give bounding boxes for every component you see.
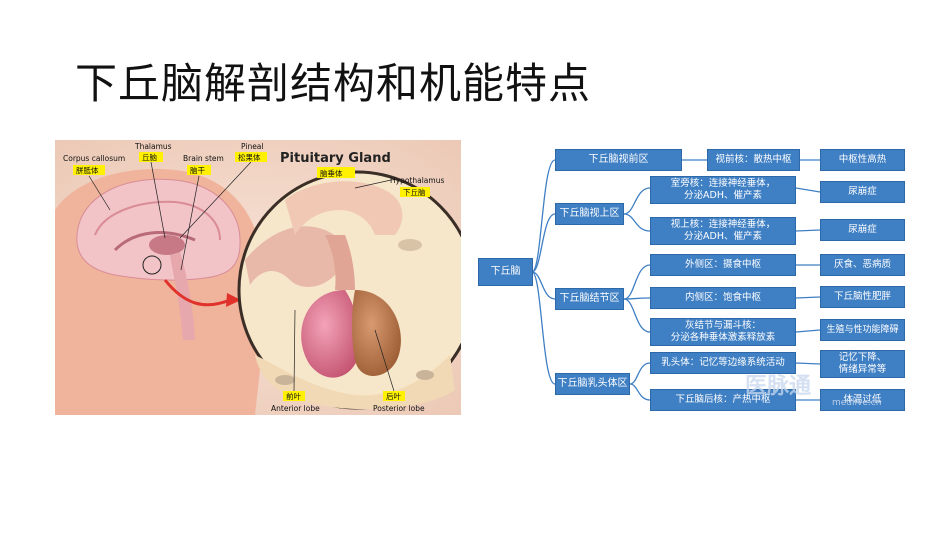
label-anterior-lobe-cn: 前叶 xyxy=(286,391,301,401)
pituitary-anatomy-figure: Pituitary Gland 脑垂体 Corpus callosum 胼胝体 … xyxy=(55,140,461,415)
nucleus-posterior: 下丘脑后核：产热中枢 xyxy=(650,389,796,411)
tree-connectors xyxy=(531,159,821,401)
nucleus-lateral-area: 外侧区：摄食中枢 xyxy=(650,254,796,276)
effect-anorexia: 厌食、恶病质 xyxy=(820,254,905,276)
nucleus-medial-area: 内侧区：饱食中枢 xyxy=(650,287,796,309)
nucleus-paraventricular: 室旁核：连接神经垂体， 分泌ADH、催产素 xyxy=(650,176,796,204)
label-pineal-cn: 松果体 xyxy=(238,152,261,162)
hypothalamus-tree-diagram: 下丘脑 下丘脑视前区 下丘脑视上区 下丘脑结节区 下丘脑乳头体区 视前核：散热中… xyxy=(470,140,910,415)
effect-central-fever: 中枢性高热 xyxy=(820,149,905,171)
label-brain-stem-cn: 脑干 xyxy=(190,165,205,175)
label-posterior-lobe-cn: 后叶 xyxy=(386,391,401,401)
nucleus-tuber-infundibular: 灰结节与漏斗核： 分泌各种垂体激素释放素 xyxy=(650,318,796,346)
label-hypothalamus-cn: 下丘脑 xyxy=(403,187,426,197)
label-corpus-callosum-cn: 胼胝体 xyxy=(76,165,99,175)
effect-diabetes-insipidus-1: 尿崩症 xyxy=(820,181,905,203)
figure-heading-cn: 脑垂体 xyxy=(320,168,343,178)
anatomy-illustration: Pituitary Gland 脑垂体 Corpus callosum 胼胝体 … xyxy=(55,140,461,415)
effect-reproductive-dysfunction: 生殖与性功能障碍 xyxy=(820,319,905,341)
page-title: 下丘脑解剖结构和机能特点 xyxy=(75,59,592,108)
effect-diabetes-insipidus-2: 尿崩症 xyxy=(820,219,905,241)
nucleus-supraoptic: 视上核：连接神经垂体， 分泌ADH、催产素 xyxy=(650,217,796,245)
label-posterior-lobe-en: Posterior lobe xyxy=(373,404,425,413)
label-thalamus-en: Thalamus xyxy=(134,142,172,151)
effect-obesity: 下丘脑性肥胖 xyxy=(820,286,905,308)
label-hypothalamus-en: Hypothalamus xyxy=(390,176,444,185)
effect-hypothermia: 体温过低 xyxy=(820,389,905,411)
region-tuberal: 下丘脑结节区 xyxy=(555,288,624,310)
region-mammillary: 下丘脑乳头体区 xyxy=(555,373,630,395)
figure-heading: Pituitary Gland xyxy=(280,151,391,166)
watermark-logo: 医脉通 xyxy=(745,374,812,399)
nucleus-mammillary-body: 乳头体：记忆等边缘系统活动 xyxy=(650,352,796,374)
label-anterior-lobe-en: Anterior lobe xyxy=(271,404,320,413)
region-preoptic: 下丘脑视前区 xyxy=(555,149,682,171)
nucleus-preoptic: 视前核：散热中枢 xyxy=(707,149,800,171)
label-corpus-callosum-en: Corpus callosum xyxy=(63,154,125,163)
label-thalamus-cn: 丘脑 xyxy=(142,152,157,162)
effect-memory-emotion: 记忆下降、 情绪异常等 xyxy=(820,350,905,378)
label-pineal-en: Pineal xyxy=(241,142,264,151)
watermark-url: medlive.cn xyxy=(832,398,882,408)
region-supraoptic: 下丘脑视上区 xyxy=(555,203,624,225)
label-brain-stem-en: Brain stem xyxy=(183,154,224,163)
tree-root: 下丘脑 xyxy=(478,258,533,286)
